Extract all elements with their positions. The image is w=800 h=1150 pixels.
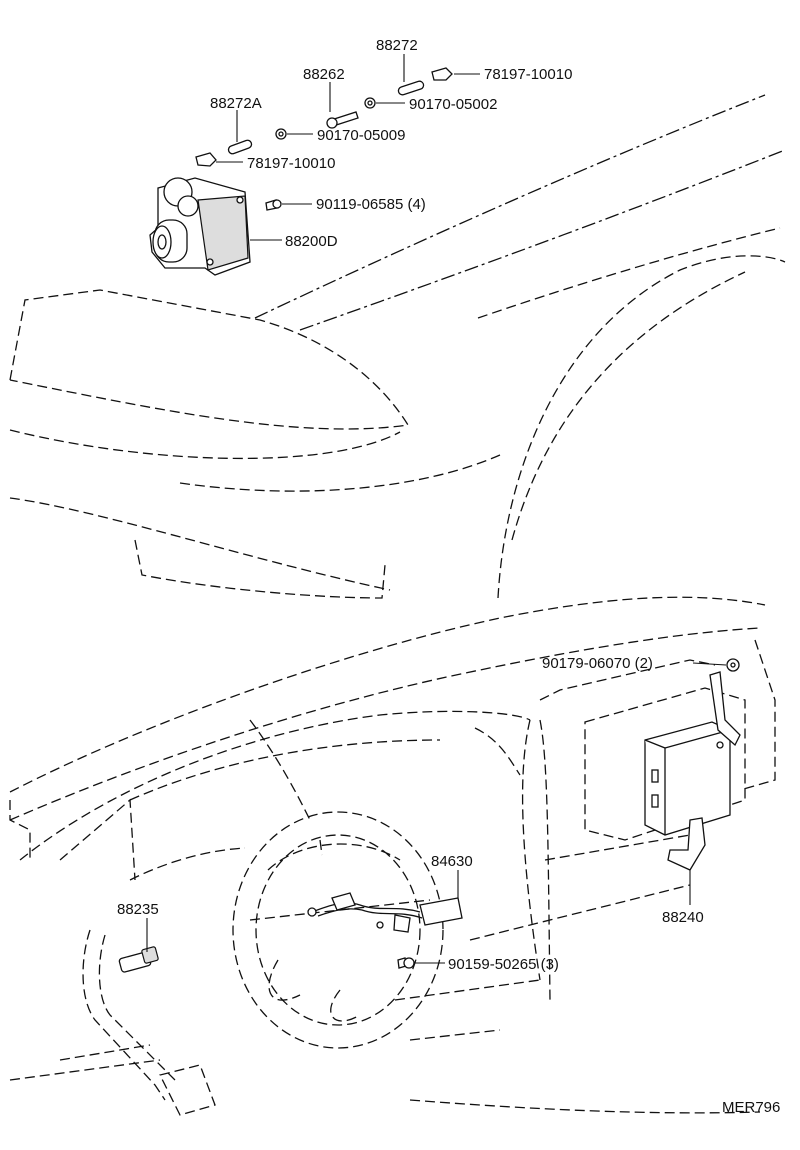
label-88262: 88262	[303, 66, 345, 83]
label-90170-05002: 90170-05002	[409, 96, 497, 113]
wire-harness-84630	[307, 892, 463, 933]
label-78197-10010-top: 78197-10010	[484, 66, 572, 83]
label-84630: 84630	[431, 853, 473, 870]
nut-90179	[726, 658, 740, 672]
label-90179-06070: 90179-06070 (2)	[542, 655, 653, 672]
label-88240: 88240	[662, 909, 704, 926]
steering-wheel	[232, 811, 444, 1049]
label-88200D: 88200D	[285, 233, 338, 250]
label-90119-06585: 90119-06585 (4)	[316, 196, 426, 213]
actuator-assembly-88200D	[149, 177, 251, 276]
brake-pedal	[82, 929, 216, 1116]
reference-code: MER796	[722, 1099, 780, 1116]
vehicle-front-outline	[9, 94, 786, 599]
stop-lamp-switch-88235	[118, 946, 159, 973]
label-90170-05009: 90170-05009	[317, 127, 405, 144]
dashboard-outline	[9, 596, 776, 1114]
label-88272-top: 88272	[376, 37, 418, 54]
label-88272A: 88272A	[210, 95, 262, 112]
leader-lines	[146, 54, 727, 964]
screw-90159	[397, 957, 415, 969]
label-78197-10010-mid: 78197-10010	[247, 155, 335, 172]
fastener-parts	[195, 67, 453, 211]
label-88235: 88235	[117, 901, 159, 918]
label-90159-50265: 90159-50265 (3)	[448, 956, 559, 973]
control-computer-88240	[584, 671, 746, 871]
